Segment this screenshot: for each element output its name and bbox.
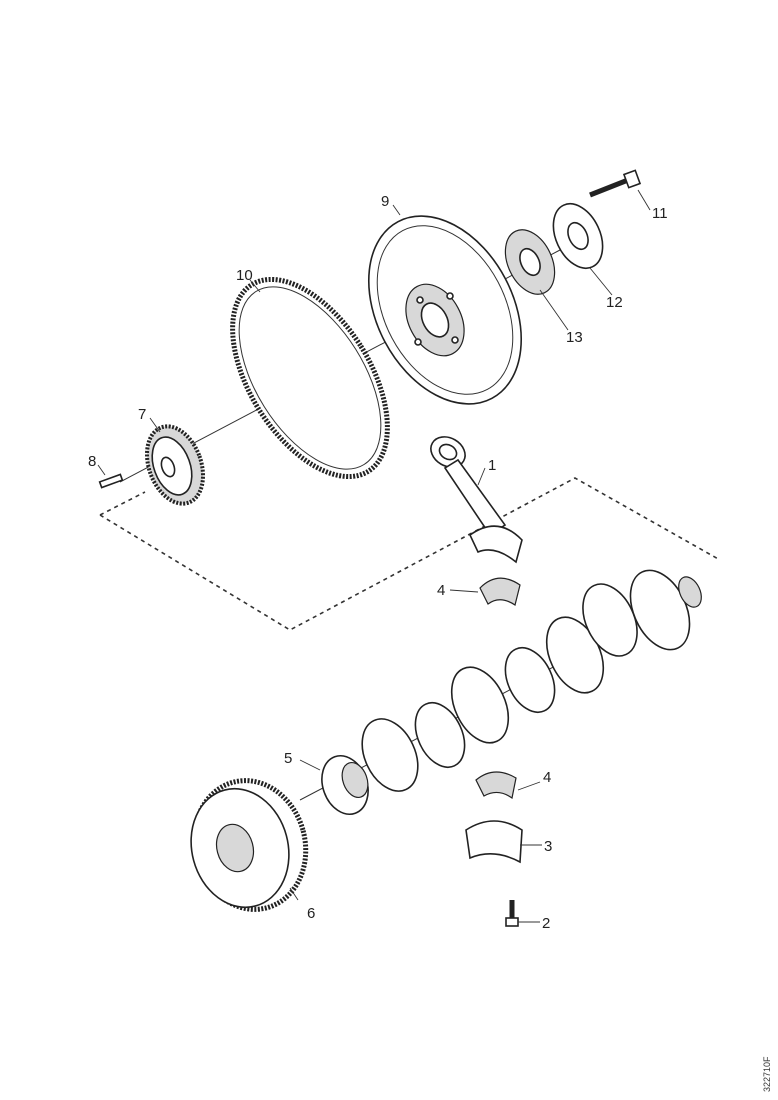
callout-12: 12 <box>606 294 623 311</box>
flywheel <box>367 215 523 405</box>
callout-10: 10 <box>236 267 253 284</box>
crankshaft <box>321 569 702 815</box>
callout-3: 3 <box>544 838 552 855</box>
flywheel-bolt <box>589 169 642 198</box>
callout-2: 2 <box>542 915 550 932</box>
callout-labels: 1 2 3 4 4 5 6 7 8 9 10 11 12 13 <box>88 193 668 932</box>
vibration-damper <box>190 778 309 912</box>
callout-7: 7 <box>138 406 146 423</box>
washer-plate <box>552 203 604 269</box>
timing-gear <box>144 424 206 506</box>
connecting-rod <box>430 436 523 564</box>
main-bearing-bolt <box>505 900 519 927</box>
callout-11: 11 <box>652 205 668 222</box>
callout-9: 9 <box>381 193 389 210</box>
dowel-pin <box>98 473 124 489</box>
callout-4-upper: 4 <box>437 582 445 599</box>
callout-5: 5 <box>284 750 292 767</box>
bearing-shell-upper <box>479 577 521 606</box>
ring-gear <box>230 276 390 480</box>
drawing-reference-code: 322710F <box>762 1056 772 1092</box>
spacer-plate <box>504 229 556 295</box>
leader-lines <box>97 189 651 923</box>
callout-8: 8 <box>88 453 96 470</box>
assembly-group-dashed-outline-left <box>99 491 146 516</box>
bearing-shell-lower <box>475 771 517 800</box>
callout-4-lower: 4 <box>543 769 551 786</box>
main-bearing-cap <box>465 820 523 864</box>
callout-6: 6 <box>307 905 315 922</box>
callout-13: 13 <box>566 329 583 346</box>
callout-1: 1 <box>488 457 496 474</box>
